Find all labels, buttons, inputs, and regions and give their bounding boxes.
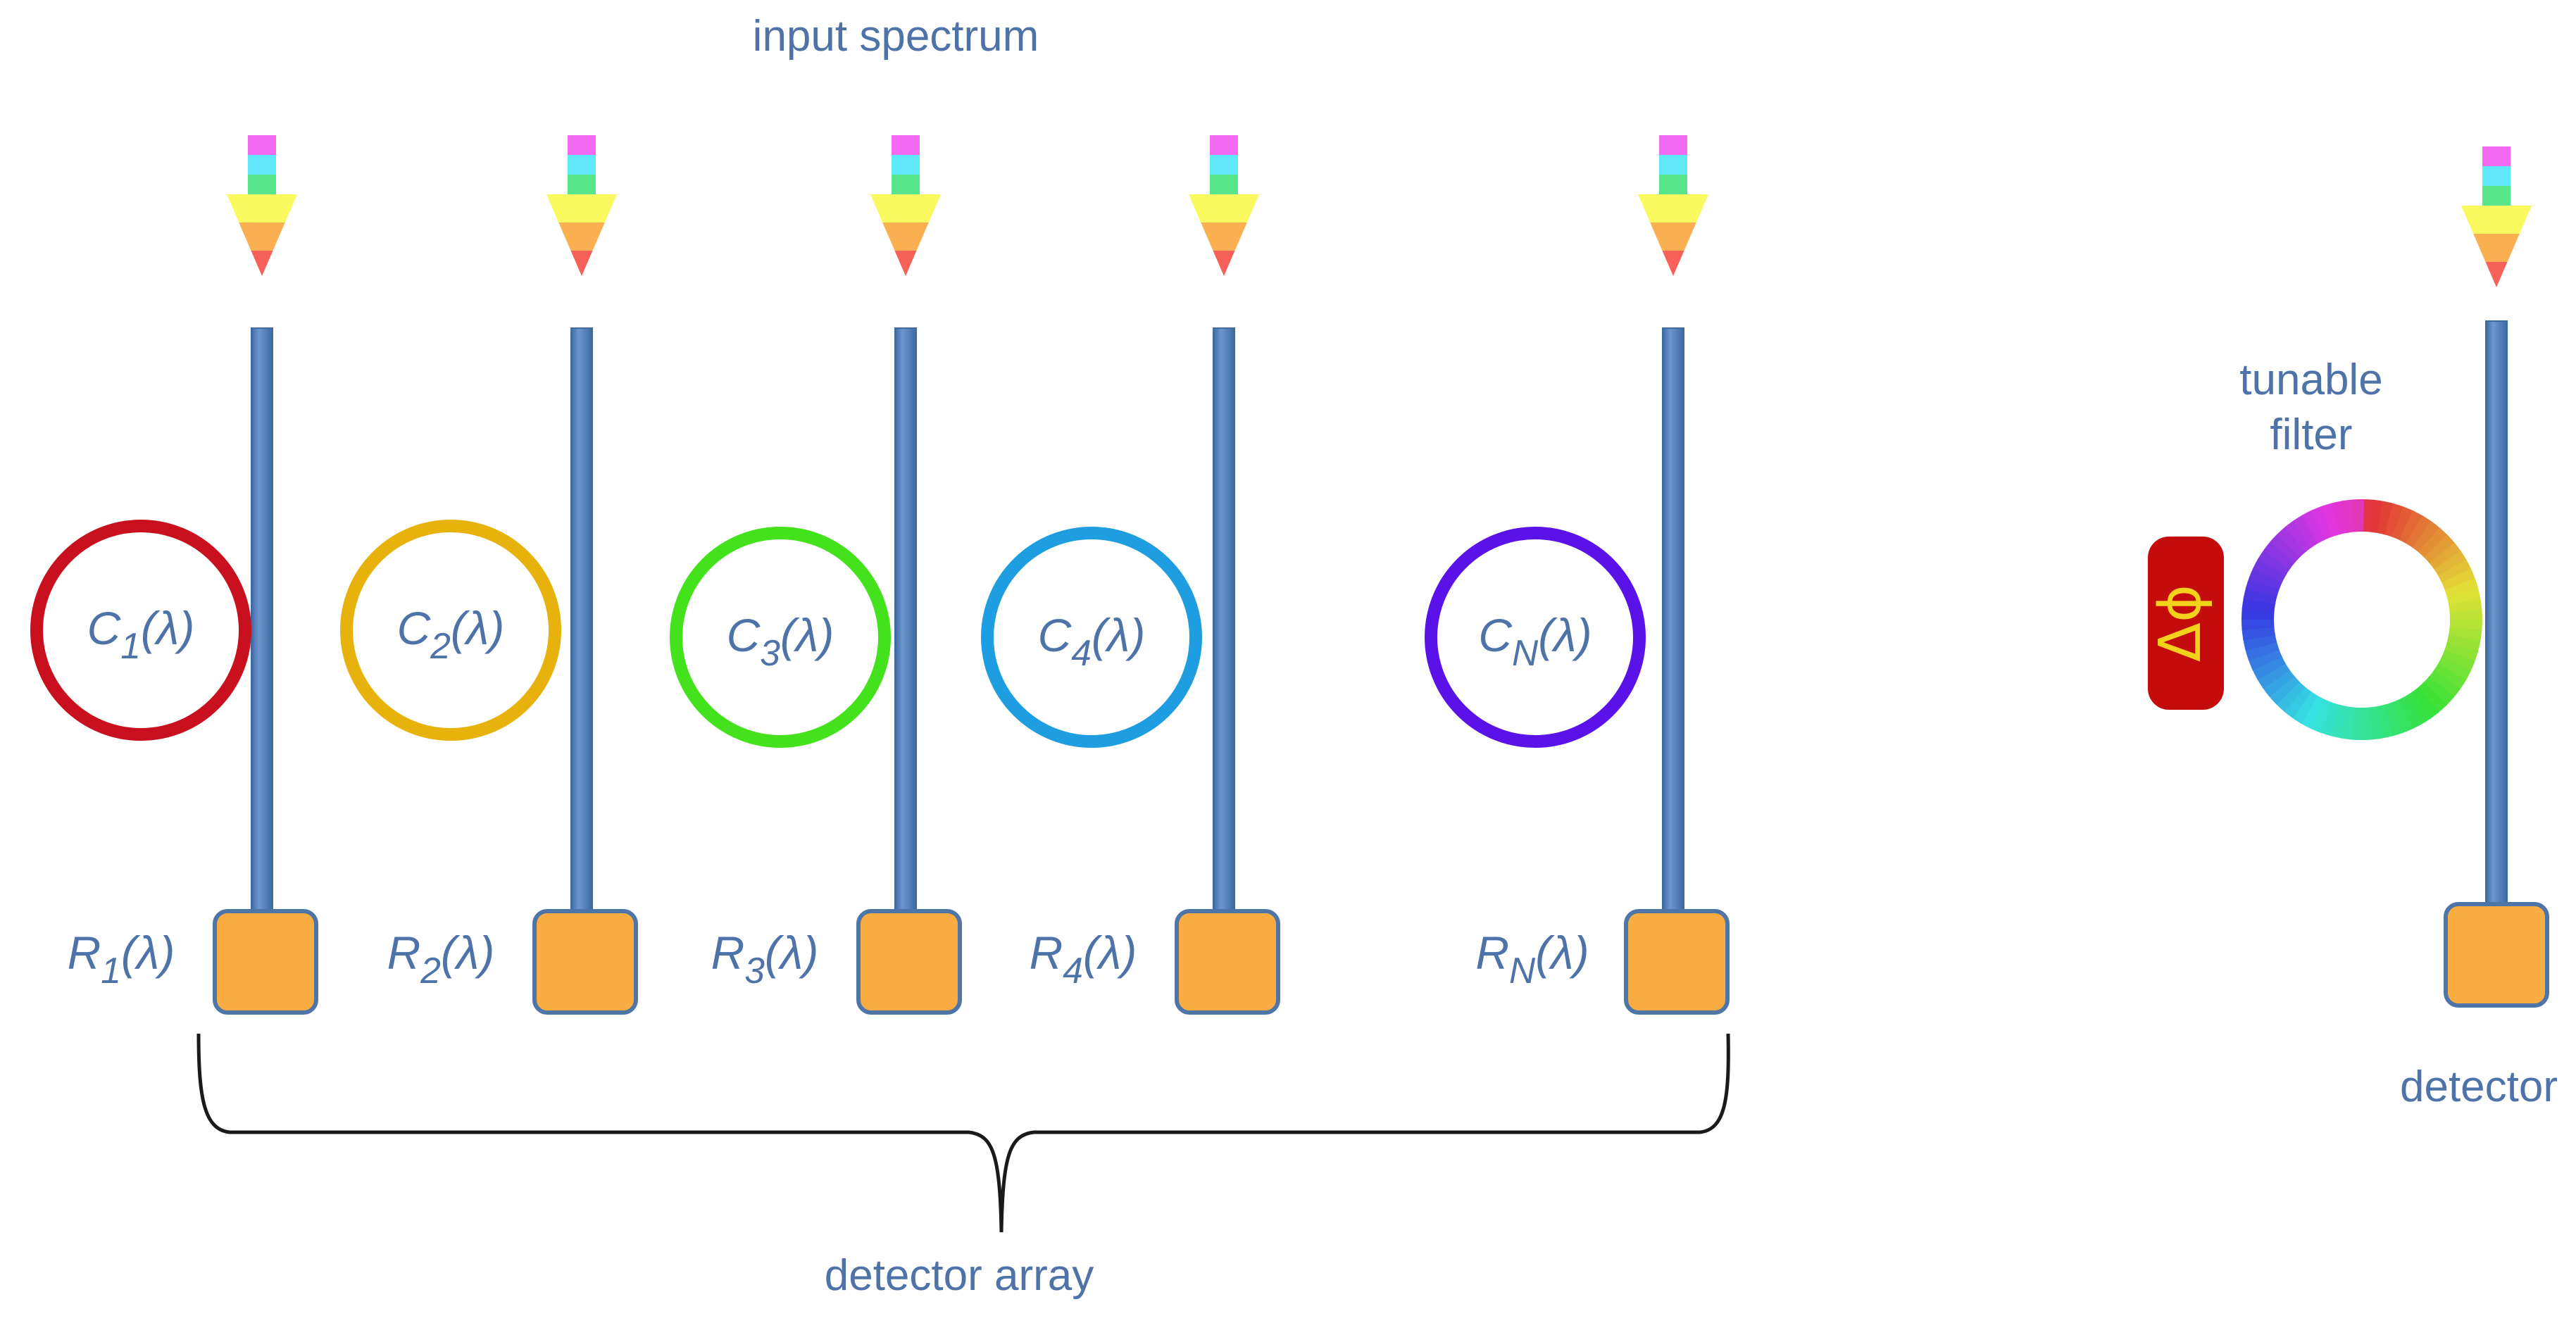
detector-pixel xyxy=(213,909,318,1015)
microring-resonator xyxy=(30,520,251,741)
detector-array-label: detector array xyxy=(825,1251,1094,1300)
spectrum-arrow-icon xyxy=(1638,135,1708,276)
waveguide xyxy=(894,327,917,913)
detector-pixel xyxy=(532,909,638,1015)
tunable-label-line1: tunable xyxy=(2239,356,2382,404)
spectrum-arrow-icon xyxy=(227,135,297,276)
detector-response-label: R1(λ) xyxy=(68,927,175,991)
waveguide xyxy=(2485,320,2508,909)
tunable-rainbow-ring xyxy=(2242,499,2482,740)
ring-response-label: CN(λ) xyxy=(1478,609,1592,673)
waveguide xyxy=(1662,327,1684,913)
detector-response-label: R3(λ) xyxy=(711,927,819,991)
detector-response-label: R2(λ) xyxy=(387,927,495,991)
microring-resonator xyxy=(340,520,561,741)
spectrum-arrow-icon xyxy=(546,135,617,276)
channel-4: C4(λ) R4(λ) xyxy=(981,135,1280,1015)
detector-pixel xyxy=(1624,909,1730,1015)
detector-pixel xyxy=(856,909,962,1015)
spectrum-arrow-icon xyxy=(870,135,941,276)
channel-5: CN(λ) RN(λ) xyxy=(1425,135,1730,1015)
detector-array-channels: C1(λ) R1(λ) C2(λ) R2(λ) C3(λ) R3(λ) C4(λ) R4(λ)… xyxy=(30,135,1730,1015)
microring-resonator xyxy=(1425,527,1646,748)
tunable-filter-setup: Δϕ xyxy=(2147,146,2549,1008)
detector-label: detector xyxy=(2400,1063,2558,1111)
detector-pixel xyxy=(2444,902,2549,1008)
ring-response-label: C3(λ) xyxy=(727,609,834,673)
microring-resonator xyxy=(981,527,1202,748)
channel-2: C2(λ) R2(λ) xyxy=(340,135,638,1015)
detector-response-label: RN(λ) xyxy=(1475,927,1589,991)
waveguide xyxy=(251,327,273,913)
channel-3: C3(λ) R3(λ) xyxy=(670,135,962,1015)
phase-shift-label: Δϕ xyxy=(2147,584,2214,662)
spectrum-arrow-icon xyxy=(1189,135,1259,276)
microring-resonator xyxy=(670,527,891,748)
waveguide xyxy=(570,327,593,913)
phase-shifter-icon: Δϕ xyxy=(2147,537,2224,710)
spectrum-arrow-icon xyxy=(2461,146,2532,287)
channel-1: C1(λ) R1(λ) xyxy=(30,135,318,1015)
tunable-label-line2: filter xyxy=(2270,411,2352,459)
detector-pixel xyxy=(1175,909,1280,1015)
ring-response-label: C1(λ) xyxy=(87,602,195,666)
detector-response-label: R4(λ) xyxy=(1030,927,1137,991)
ring-response-label: C2(λ) xyxy=(397,602,505,666)
input-spectrum-label: input spectrum xyxy=(753,12,1039,61)
detector-array-brace xyxy=(196,1033,1730,1233)
waveguide xyxy=(1213,327,1235,913)
ring-response-label: C4(λ) xyxy=(1038,609,1146,673)
